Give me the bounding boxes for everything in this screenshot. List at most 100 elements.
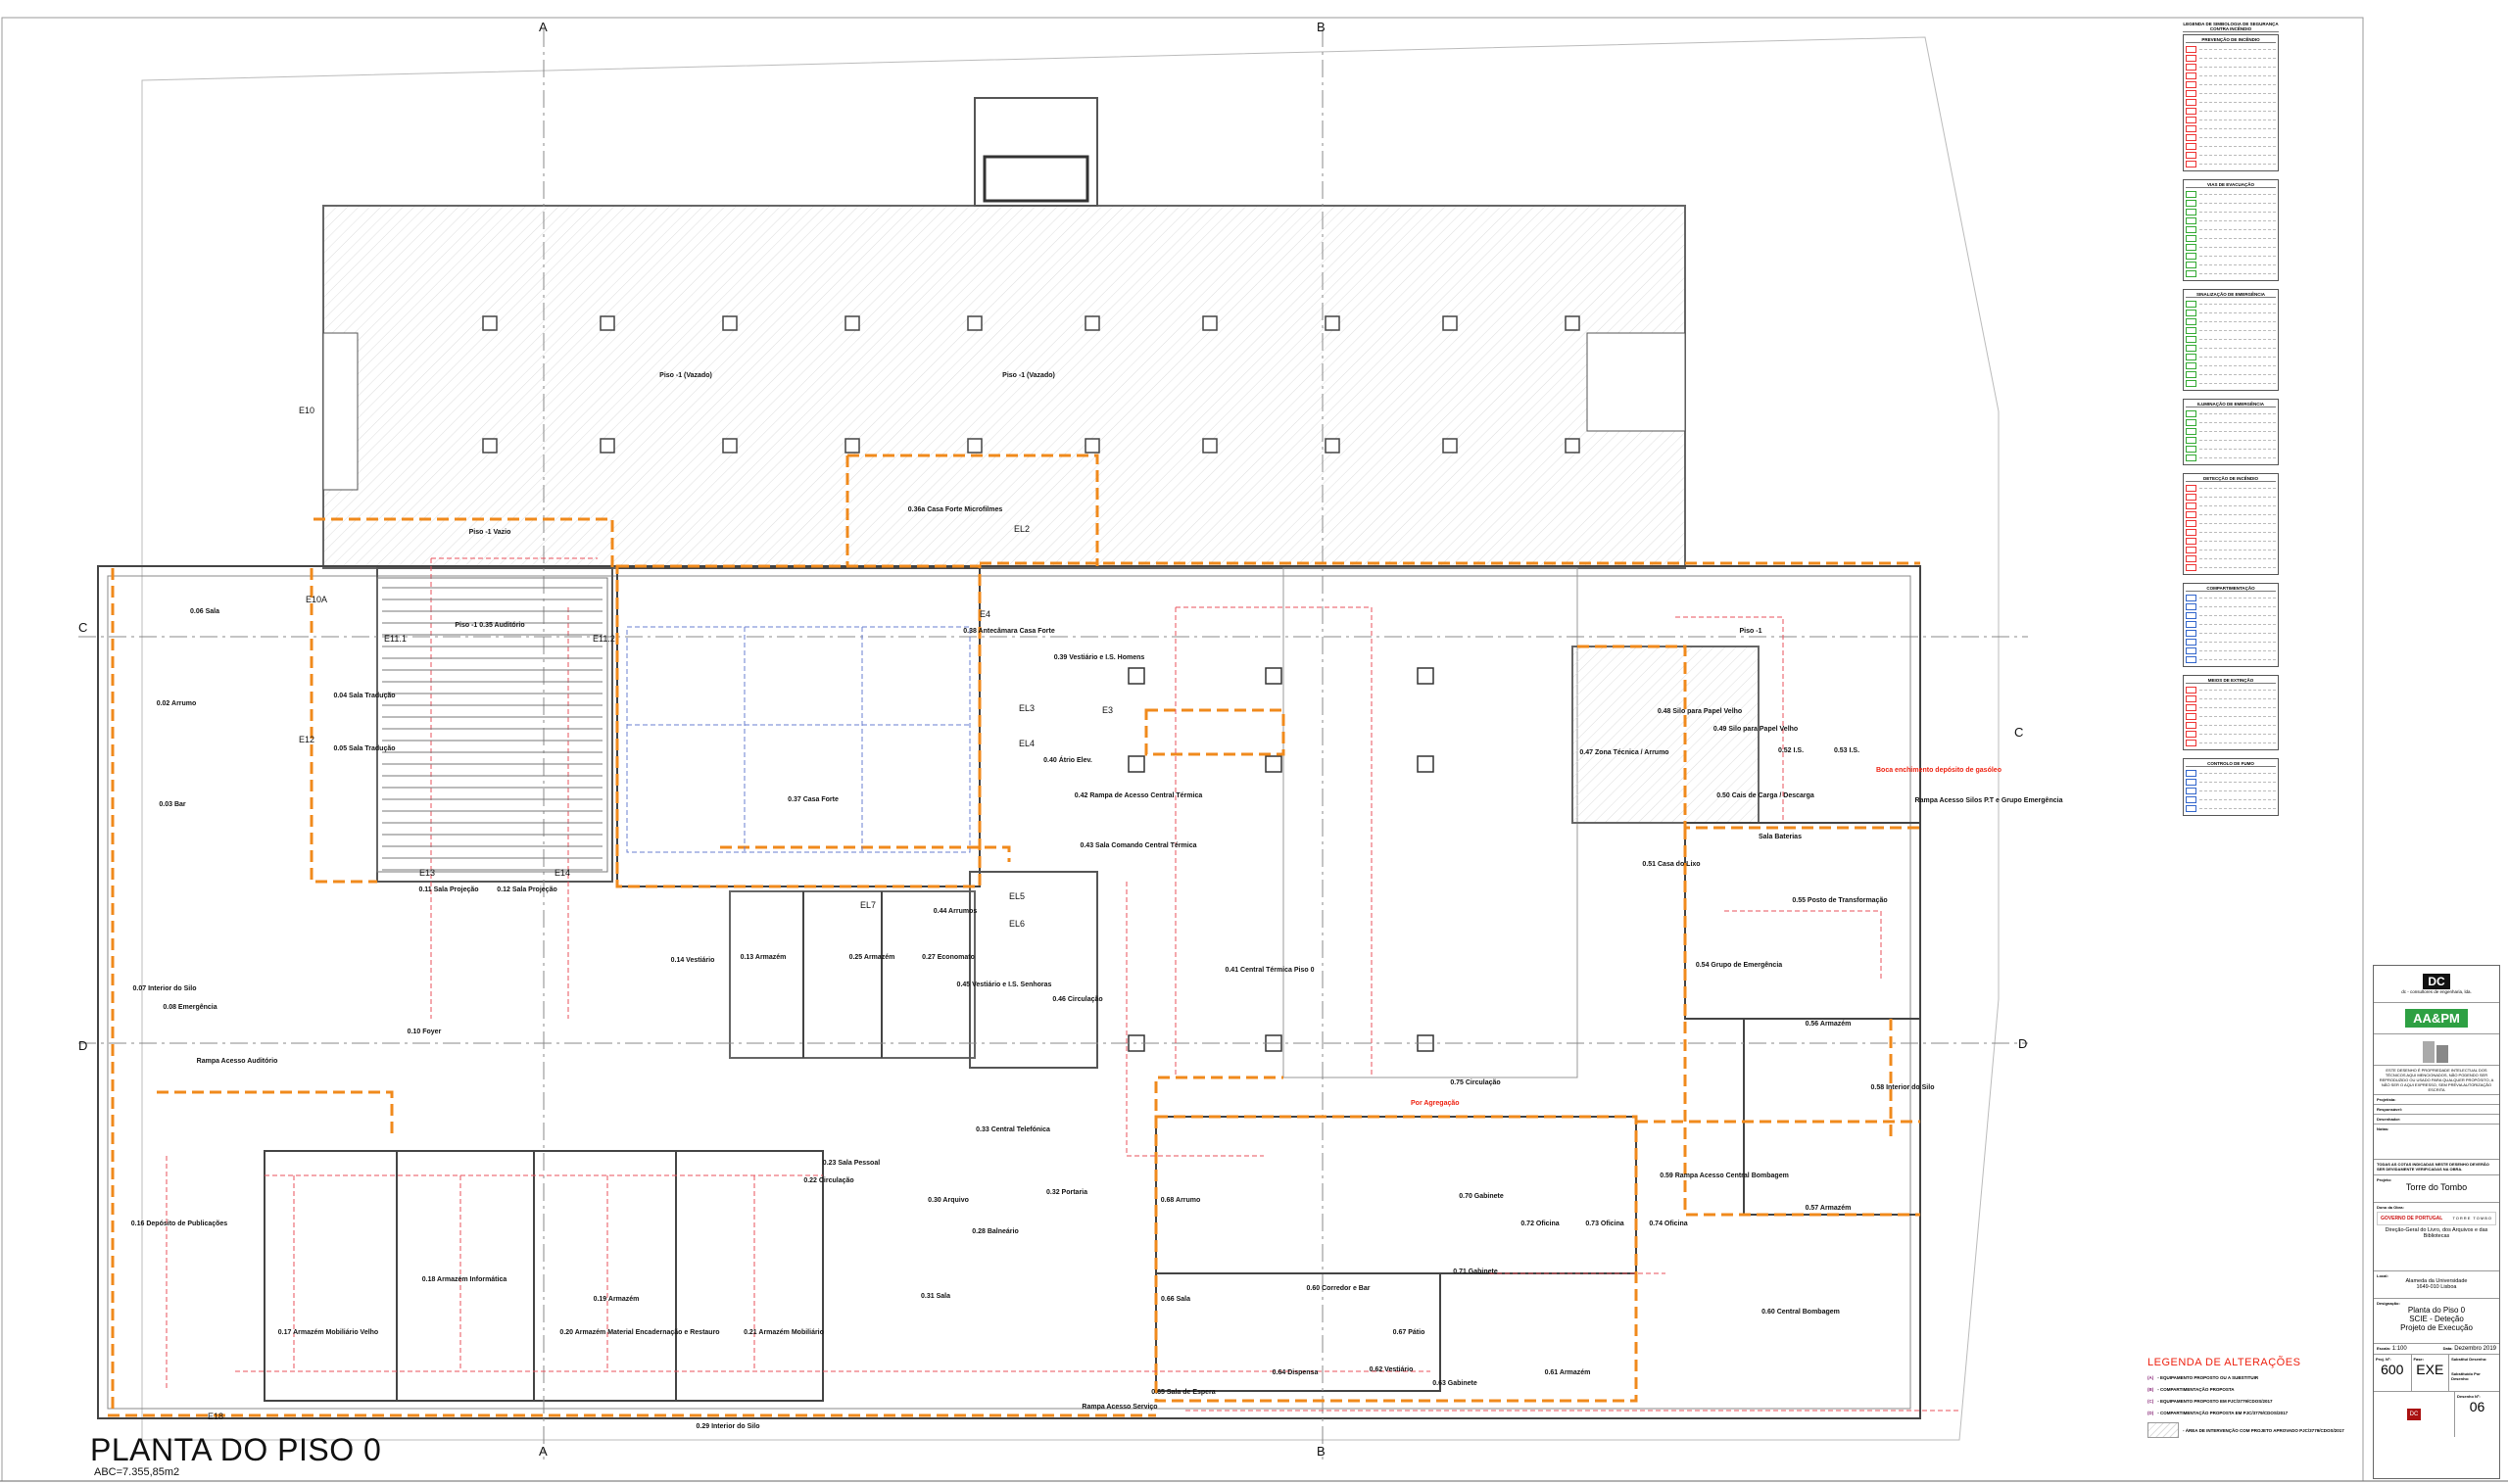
proj-fase-row: Proj. Nº: 600 Fase: EXE Substitui Desenh… bbox=[2374, 1355, 2499, 1392]
room-label: 0.44 Arrumos bbox=[934, 908, 978, 915]
legend-symbol-icon bbox=[2186, 511, 2196, 518]
room-label: 0.50 Cais de Carga / Descarga bbox=[1716, 792, 1814, 799]
drawing-area: ABC=7.355,85m2 bbox=[94, 1466, 180, 1478]
legend-description-placeholder bbox=[2199, 615, 2276, 616]
legend-description-placeholder bbox=[2199, 457, 2276, 458]
legend-row bbox=[2186, 80, 2276, 89]
room-label: Piso -1 bbox=[1740, 628, 1762, 635]
substituido-label: Substituído Por Desenho: bbox=[2451, 1371, 2481, 1381]
legend-row bbox=[2186, 537, 2276, 546]
legend-symbol-icon bbox=[2186, 520, 2196, 527]
legend-description-placeholder bbox=[2199, 567, 2276, 568]
legend-description-placeholder bbox=[2199, 707, 2276, 708]
alterations-key: (C) bbox=[2147, 1399, 2154, 1404]
legend-row bbox=[2186, 252, 2276, 261]
room-label: 0.42 Rampa de Acesso Central Térmica bbox=[1075, 792, 1203, 799]
column bbox=[1265, 755, 1282, 773]
legend-description-placeholder bbox=[2199, 155, 2276, 156]
local-label: Local: bbox=[2377, 1273, 2388, 1278]
legend-symbol-icon bbox=[2186, 770, 2196, 777]
legend-symbol-icon bbox=[2186, 244, 2196, 251]
torre-tombo-logo: TORRE TOMBO bbox=[2452, 1216, 2492, 1221]
legend-symbol-icon bbox=[2186, 647, 2196, 654]
legend-description-placeholder bbox=[2199, 532, 2276, 533]
legend-description-placeholder bbox=[2199, 321, 2276, 322]
grid-lines bbox=[78, 29, 2028, 1460]
room-label: 0.08 Emergência bbox=[163, 1004, 217, 1011]
legend-description-placeholder bbox=[2199, 58, 2276, 59]
legend-symbol-icon bbox=[2186, 226, 2196, 233]
room-label: Rampa Acesso Silos P.T e Grupo Emergênci… bbox=[1915, 797, 2063, 804]
legend-description-placeholder bbox=[2199, 264, 2276, 265]
legend-section-title: CONTROLO DE FUMO bbox=[2186, 761, 2276, 767]
desenho-n-value: 06 bbox=[2469, 1399, 2485, 1414]
legend-symbol-icon bbox=[2186, 327, 2196, 334]
legend-description-placeholder bbox=[2199, 146, 2276, 147]
room-label: 0.49 Silo para Papel Velho bbox=[1713, 726, 1798, 733]
legend-row bbox=[2186, 427, 2276, 436]
alterations-text: - EQUIPAMENTO PROPOSTO OU A SUBSTITUIR bbox=[2157, 1375, 2259, 1380]
dono-logos: GOVERNO DE PORTUGAL TORRE TOMBO bbox=[2377, 1212, 2496, 1225]
room-label: Piso -1 (Vazado) bbox=[659, 372, 712, 379]
designacao-cell: Designação: Planta do Piso 0 SCIE - Dete… bbox=[2374, 1299, 2499, 1344]
alterations-key: (B) bbox=[2147, 1387, 2154, 1392]
dc-company: dc - consultores de engenharia, lda. bbox=[2401, 989, 2472, 994]
room-label: 0.31 Sala bbox=[921, 1293, 950, 1300]
stair-label: EL3 bbox=[1019, 703, 1035, 713]
casa-forte-detection bbox=[626, 626, 971, 853]
section-c-right: C bbox=[2014, 725, 2023, 740]
legend-description-placeholder bbox=[2199, 716, 2276, 717]
legend-description-placeholder bbox=[2199, 624, 2276, 625]
legend-description-placeholder bbox=[2199, 383, 2276, 384]
gov-portugal-logo: GOVERNO DE PORTUGAL bbox=[2381, 1216, 2443, 1221]
legend-symbol-icon bbox=[2186, 555, 2196, 562]
legend-description-placeholder bbox=[2199, 304, 2276, 305]
legend-description-placeholder bbox=[2199, 84, 2276, 85]
legend-symbol-icon bbox=[2186, 72, 2196, 79]
room-label: 0.54 Grupo de Emergência bbox=[1696, 962, 1782, 969]
room-label: Rampa Acesso Auditório bbox=[197, 1058, 278, 1065]
legend-symbol-icon bbox=[2186, 731, 2196, 738]
legend-row bbox=[2186, 445, 2276, 454]
legend-symbol-icon bbox=[2186, 547, 2196, 553]
legend-row bbox=[2186, 151, 2276, 160]
legend-description-placeholder bbox=[2199, 229, 2276, 230]
room-label: 0.68 Arrumo bbox=[1161, 1197, 1201, 1204]
legend-row bbox=[2186, 554, 2276, 563]
legend-row bbox=[2186, 409, 2276, 418]
legend-section-title: PREVENÇÃO DE INCÊNDIO bbox=[2186, 37, 2276, 43]
room-label: 0.55 Posto de Transformação bbox=[1792, 897, 1887, 904]
legend-symbol-icon bbox=[2186, 564, 2196, 571]
legend-section: ILUMINAÇÃO DE EMERGÊNCIA bbox=[2183, 399, 2279, 465]
legend-symbol-icon bbox=[2186, 301, 2196, 308]
legend-row bbox=[2186, 646, 2276, 655]
copyright-notice: ESTE DESENHO É PROPRIEDADE INTELECTUAL D… bbox=[2374, 1066, 2499, 1095]
legend-section-title: ILUMINAÇÃO DE EMERGÊNCIA bbox=[2186, 402, 2276, 407]
desenho-n-label: Desenho Nº: bbox=[2457, 1394, 2481, 1399]
stair-label: E14 bbox=[555, 868, 570, 878]
section-b-bottom: B bbox=[1317, 1444, 1326, 1459]
legend-row bbox=[2186, 116, 2276, 124]
section-a-top: A bbox=[539, 20, 548, 34]
legend-row bbox=[2186, 546, 2276, 554]
legend-description-placeholder bbox=[2199, 773, 2276, 774]
column bbox=[1128, 667, 1145, 685]
legend-section-title: DETECÇÃO DE INCÊNDIO bbox=[2186, 476, 2276, 482]
legend-row bbox=[2186, 89, 2276, 98]
legend-description-placeholder bbox=[2199, 659, 2276, 660]
room-label: 0.27 Economato bbox=[922, 954, 975, 961]
legend-description-placeholder bbox=[2199, 67, 2276, 68]
legend-row bbox=[2186, 54, 2276, 63]
legend-row bbox=[2186, 493, 2276, 502]
room-label: 0.60 Corredor e Bar bbox=[1307, 1285, 1371, 1292]
room-label: 0.36a Casa Forte Microfilmes bbox=[908, 506, 1003, 513]
legend-description-placeholder bbox=[2199, 164, 2276, 165]
legend-section: CONTROLO DE FUMO bbox=[2183, 758, 2279, 816]
aapm-logo: AA&PM bbox=[2374, 1003, 2499, 1034]
designacao-3: Projeto de Execução bbox=[2400, 1323, 2473, 1332]
legend-description-placeholder bbox=[2199, 102, 2276, 103]
legend-symbol-icon bbox=[2186, 371, 2196, 378]
room-label: 0.30 Arquivo bbox=[928, 1197, 969, 1204]
alterations-legend: LEGENDA DE ALTERAÇÕES (A)- EQUIPAMENTO P… bbox=[2147, 1357, 2368, 1445]
column bbox=[1202, 315, 1218, 331]
